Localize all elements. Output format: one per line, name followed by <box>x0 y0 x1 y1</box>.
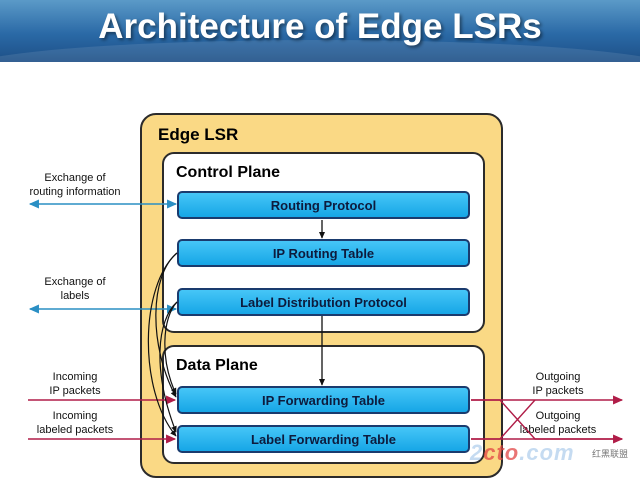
incoming-ip-packets-label: Incoming IP packets <box>49 371 101 397</box>
incoming-labeled-packets-label: Incoming labeled packets <box>36 410 114 436</box>
edge-lsr-label: Edge LSR <box>158 125 239 144</box>
ip-routing-table-box: IP Routing Table <box>177 239 470 267</box>
label-forwarding-table-box: Label Forwarding Table <box>177 425 470 453</box>
outgoing-ip-packets-label: Outgoing IP packets <box>532 371 584 397</box>
iprt-to-lft-curve <box>147 252 178 437</box>
outgoing-labeled-packets-label: Outgoing labeled packets <box>519 410 597 436</box>
ldp-to-lft-curve <box>159 301 178 433</box>
outgoing-cross-arrow-2 <box>471 399 536 440</box>
ldp-to-ipft-curve <box>164 301 178 395</box>
page-title: Architecture of Edge LSRs <box>98 7 542 46</box>
outgoing-cross-arrow <box>471 399 623 443</box>
ip-forwarding-table-box: IP Forwarding Table <box>177 386 470 414</box>
label-distribution-protocol-box: Label Distribution Protocol <box>177 288 470 316</box>
title-bar <box>0 0 640 62</box>
data-plane-label: Data Plane <box>176 357 258 374</box>
exchange-routing-info-label: Exchange of routing information <box>29 172 121 198</box>
watermark-text: 红黑联盟 <box>592 449 629 459</box>
exchange-labels-label: Exchange of labels <box>44 276 106 302</box>
control-plane-label: Control Plane <box>176 164 281 181</box>
routing-protocol-box: Routing Protocol <box>177 191 470 219</box>
watermark-logo: 2cto.com <box>470 440 575 465</box>
